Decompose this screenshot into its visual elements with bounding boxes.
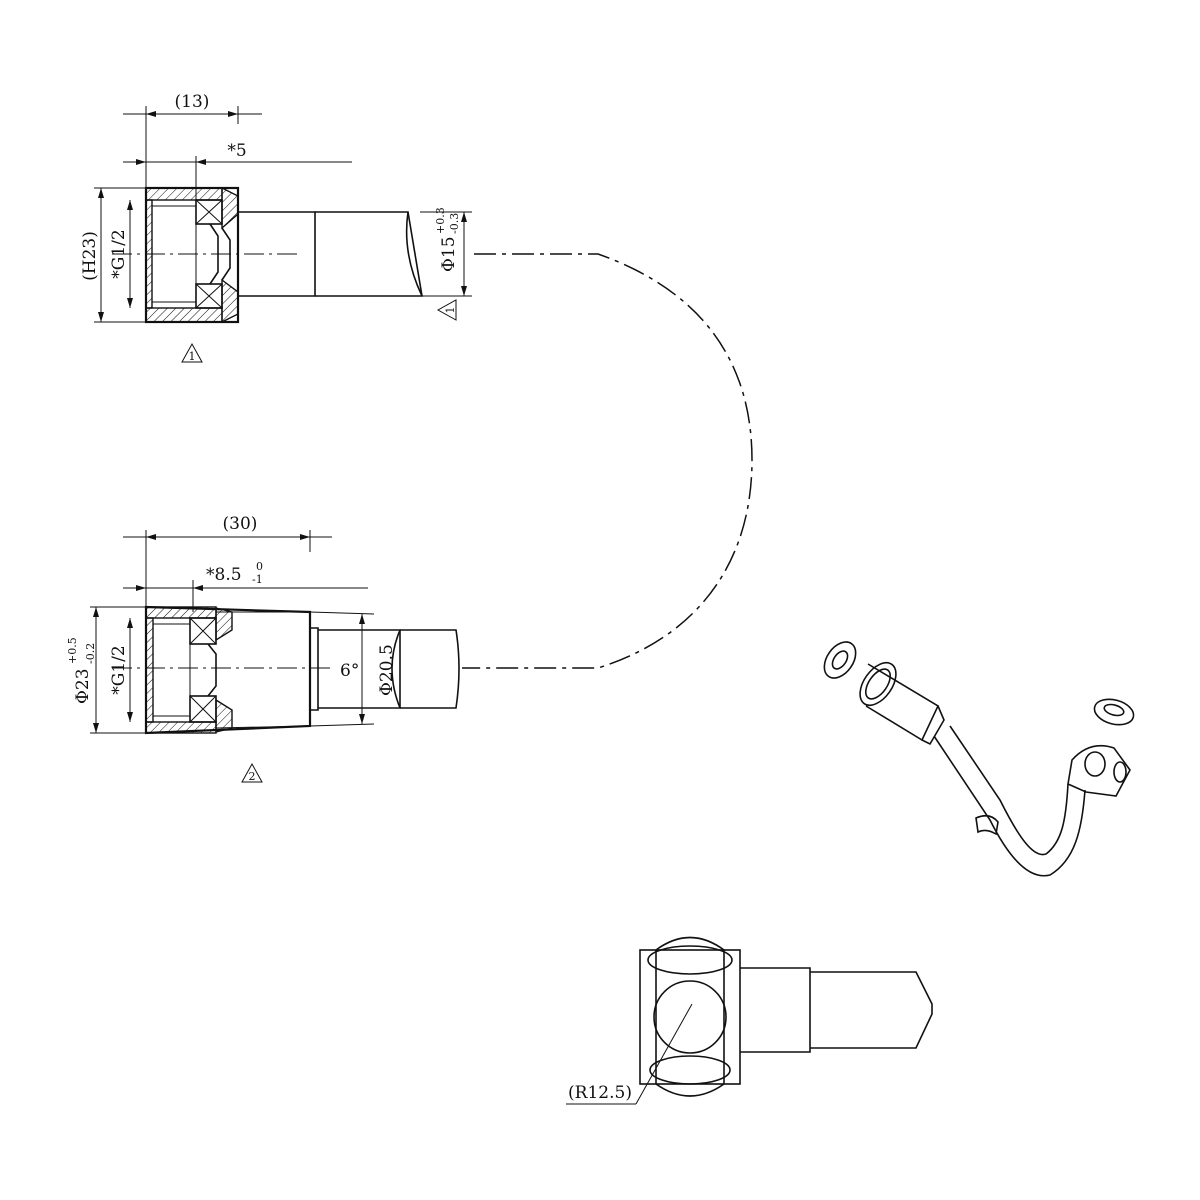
svg-text:-0.2: -0.2 [84, 643, 97, 664]
isometric-hose-view [823, 641, 1135, 877]
bottom-thread-label: *G1/2 [109, 645, 129, 694]
bottom-diameter-label: Φ23 [73, 668, 93, 704]
bottom-fitting: (30) *8.5 0 -1 6° [66, 514, 460, 783]
bottom-thread-depth-label: *8.5 [206, 565, 242, 585]
svg-text:+0.3: +0.3 [434, 207, 447, 234]
top-thread-depth-label: *5 [227, 141, 246, 161]
svg-text:2: 2 [249, 770, 256, 783]
svg-text:1: 1 [189, 350, 196, 363]
bottom-inner-diameter-label: Φ20.5 [377, 644, 397, 696]
svg-text:-0.3: -0.3 [448, 213, 461, 234]
bottom-length-label: (30) [223, 514, 258, 534]
top-fitting: (13) *5 (H23) [80, 92, 472, 363]
note-triangle-1: 1 [181, 342, 203, 363]
top-diameter-label: Φ15 [439, 236, 459, 272]
top-length-label: (13) [175, 92, 210, 112]
bottom-angle-label: 6° [340, 661, 359, 681]
elbow-detail-view: (R12.5) [566, 936, 933, 1105]
svg-text:+0.5: +0.5 [66, 637, 79, 664]
svg-text:0: 0 [256, 560, 263, 573]
detail-radius-label: (R12.5) [568, 1083, 632, 1103]
svg-text:-1: -1 [252, 573, 263, 586]
svg-text:1: 1 [444, 307, 457, 314]
note-triangle-1b: 1 [436, 299, 457, 321]
note-triangle-2: 2 [241, 762, 263, 783]
hose-path [462, 253, 753, 669]
top-height-label: (H23) [80, 231, 100, 281]
